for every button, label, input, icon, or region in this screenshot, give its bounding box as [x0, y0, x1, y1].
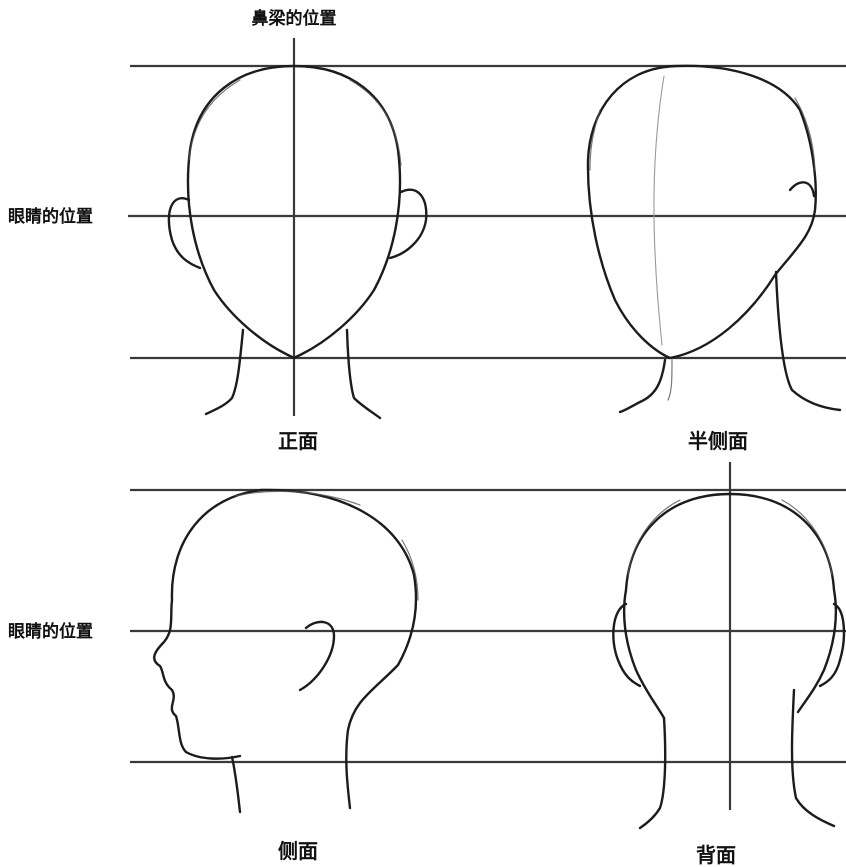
label-nose-bridge-position: 鼻梁的位置 [252, 8, 337, 29]
caption-three-quarter: 半侧面 [688, 429, 748, 453]
three-quarter-view-head [586, 64, 842, 414]
label-eye-position-top: 眼睛的位置 [8, 206, 93, 227]
caption-side: 侧面 [278, 839, 318, 863]
label-eye-position-bottom: 眼睛的位置 [8, 621, 93, 642]
caption-front: 正面 [278, 429, 318, 453]
caption-back: 背面 [696, 843, 736, 867]
back-view-head [612, 492, 846, 830]
front-view-head [167, 64, 428, 420]
side-view-head [153, 488, 419, 814]
